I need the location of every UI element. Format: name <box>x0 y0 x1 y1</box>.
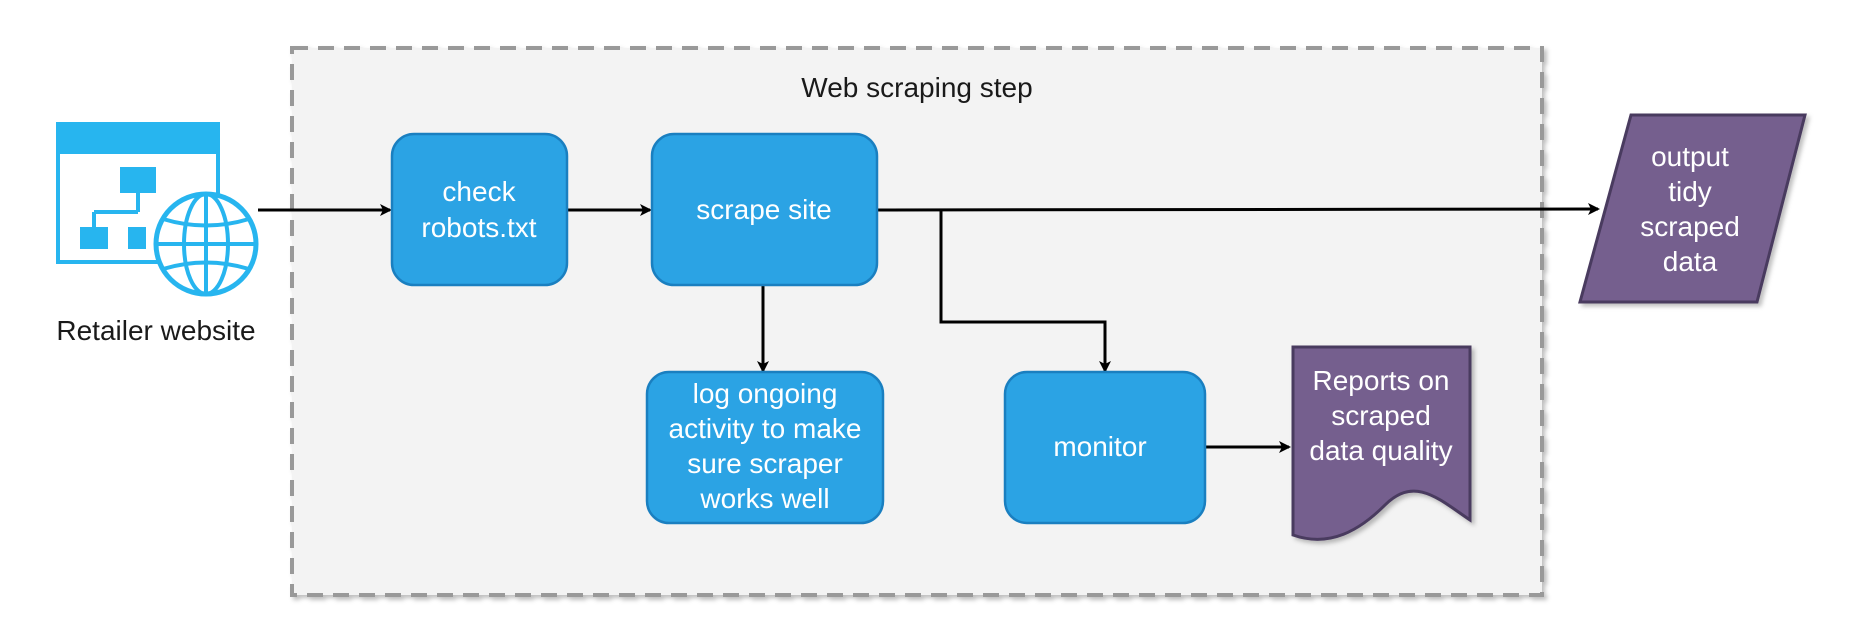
scrape-site-node[interactable]: scrape site <box>650 132 879 287</box>
log-activity-line-4: works well <box>699 483 829 514</box>
reports-line-2: scraped <box>1331 400 1431 431</box>
connector-arrows <box>258 203 1600 453</box>
output-line-4: data <box>1663 246 1718 277</box>
monitor-node[interactable]: monitor <box>1003 370 1207 525</box>
output-line-2: tidy <box>1668 176 1712 207</box>
globe-icon <box>153 191 259 297</box>
retailer-website-label: Retailer website <box>56 315 255 346</box>
arrow-scrape-to-output <box>877 203 1600 216</box>
log-activity-line-2: activity to make <box>669 413 862 444</box>
log-activity-line-1: log ongoing <box>693 378 838 409</box>
reports-line-1: Reports on <box>1313 365 1450 396</box>
scrape-site-label: scrape site <box>696 194 831 225</box>
check-robots-line-1: check <box>442 176 516 207</box>
group-title: Web scraping step <box>801 72 1032 103</box>
monitor-label: monitor <box>1053 431 1146 462</box>
reports-line-3: data quality <box>1309 435 1452 466</box>
check-robots-node[interactable]: check robots.txt <box>390 132 569 287</box>
log-activity-line-3: sure scraper <box>687 448 843 479</box>
log-activity-node[interactable]: log ongoing activity to make sure scrape… <box>645 370 885 525</box>
output-data-node[interactable]: output tidy scraped data <box>1578 113 1807 304</box>
reports-document-node[interactable]: Reports on scraped data quality <box>1291 345 1472 541</box>
output-line-1: output <box>1651 141 1729 172</box>
arrow-scrape-to-monitor <box>939 210 1111 373</box>
retailer-website-icon <box>56 122 259 297</box>
output-line-3: scraped <box>1640 211 1740 242</box>
check-robots-line-2: robots.txt <box>421 212 536 243</box>
